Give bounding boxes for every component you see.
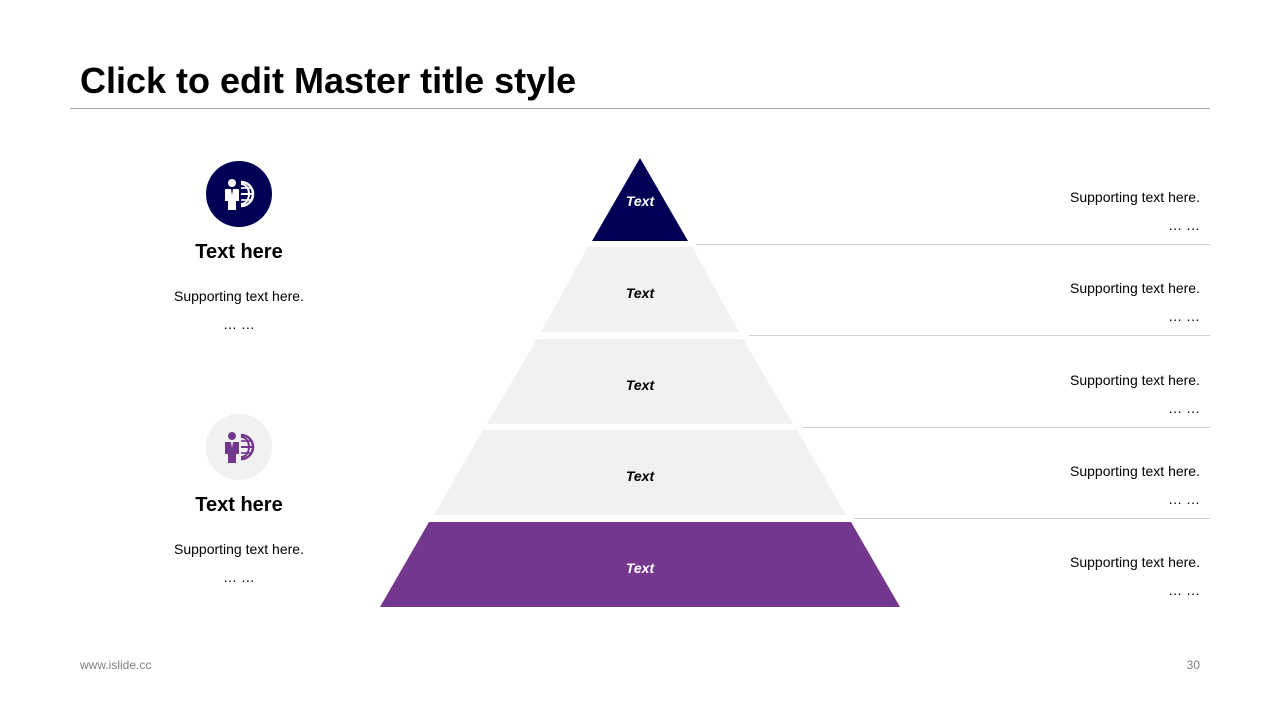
support-line: Supporting text here.: [174, 541, 304, 557]
pyramid-tier-4: [434, 430, 846, 515]
pyramid-tier-2: [541, 247, 739, 332]
pyramid-tier-label: Text: [625, 285, 655, 301]
support-ellipsis: … …: [1168, 582, 1200, 598]
right-item-4: Supporting text here. … …: [1070, 457, 1200, 513]
right-item-5: Supporting text here. … …: [1070, 548, 1200, 604]
pyramid-tier-3: [487, 339, 793, 424]
right-item-2: Supporting text here. … …: [1070, 274, 1200, 330]
support-ellipsis: … …: [223, 316, 255, 332]
businessman-globe-icon: [225, 179, 255, 210]
row-divider: [696, 244, 1210, 245]
support-line: Supporting text here.: [1070, 189, 1200, 205]
support-ellipsis: … …: [223, 569, 255, 585]
row-divider: [749, 335, 1210, 336]
support-ellipsis: … …: [1168, 400, 1200, 416]
left-item-heading: Text here: [195, 494, 283, 516]
pyramid-tier-label: Text: [625, 193, 655, 209]
pyramid-tier-label: Text: [625, 468, 655, 484]
pyramid-tier-label: Text: [625, 377, 655, 393]
left-item-support: Supporting text here. … …: [114, 535, 364, 591]
support-line: Supporting text here.: [174, 288, 304, 304]
left-item-1: Text here Supporting text here. … …: [114, 161, 364, 338]
left-item-support: Supporting text here. … …: [114, 282, 364, 338]
page-number: 30: [1186, 658, 1200, 672]
right-item-3: Supporting text here. … …: [1070, 366, 1200, 422]
pyramid-tier-1: [592, 158, 688, 241]
icon-badge-gray: [206, 414, 272, 480]
pyramid-tier-label: Text: [625, 560, 655, 576]
right-item-1: Supporting text here. … …: [1070, 183, 1200, 239]
row-divider: [802, 427, 1210, 428]
businessman-globe-icon: [225, 432, 255, 463]
support-line: Supporting text here.: [1070, 280, 1200, 296]
support-line: Supporting text here.: [1070, 372, 1200, 388]
pyramid-tier-5: [380, 522, 900, 607]
title-divider: [70, 108, 1210, 109]
left-item-2: Text here Supporting text here. … …: [114, 414, 364, 591]
support-ellipsis: … …: [1168, 491, 1200, 507]
left-item-heading: Text here: [195, 241, 283, 263]
support-ellipsis: … …: [1168, 217, 1200, 233]
support-ellipsis: … …: [1168, 308, 1200, 324]
footer-website: www.islide.cc: [80, 658, 152, 672]
support-line: Supporting text here.: [1070, 554, 1200, 570]
row-divider: [854, 518, 1210, 519]
icon-badge-navy: [206, 161, 272, 227]
support-line: Supporting text here.: [1070, 463, 1200, 479]
slide-title: Click to edit Master title style: [80, 60, 577, 101]
